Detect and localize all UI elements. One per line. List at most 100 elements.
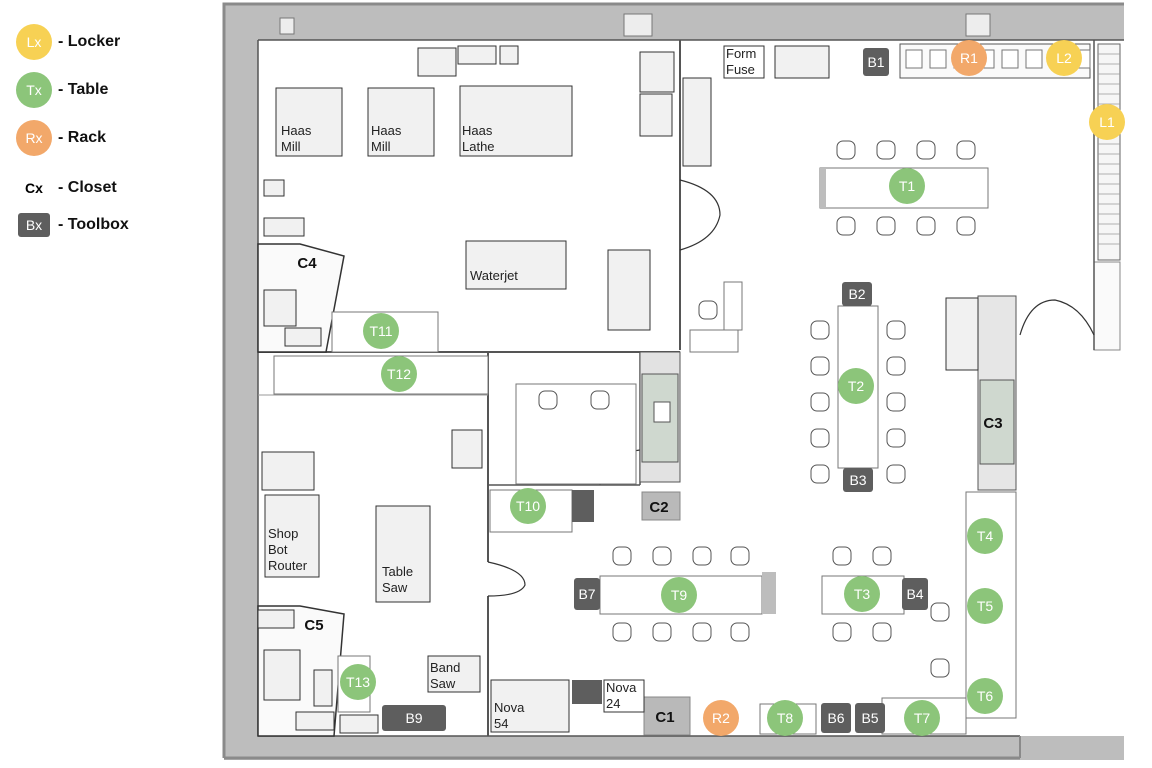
marker-label: B7: [578, 586, 595, 602]
marker-label: T3: [854, 586, 871, 602]
legend-toolbox-label: - Toolbox: [58, 216, 129, 233]
legend-item-table: Tx - Table: [16, 72, 108, 108]
chair: [692, 622, 712, 642]
marker-label: T13: [346, 674, 370, 690]
closet-c5-label: C5: [304, 617, 323, 634]
legend-item-locker: Lx - Locker: [16, 24, 120, 60]
chair: [886, 392, 906, 412]
closet-c3-label: C3: [983, 415, 1002, 432]
marker-label: T9: [671, 587, 688, 603]
door-swing-right: [1019, 299, 1095, 336]
legend-rack-label: - Rack: [58, 129, 107, 146]
marker-circle: [967, 678, 1003, 714]
equipment-box-6: [682, 77, 712, 167]
marker-circle: [889, 168, 925, 204]
chair: [730, 622, 750, 642]
wall-column-2: [623, 13, 653, 37]
marker-box: [863, 48, 889, 76]
chair: [930, 658, 950, 678]
marker-box: [855, 703, 885, 733]
equipment-box-7: [263, 179, 285, 197]
chair: [916, 216, 936, 236]
legend-closet-badge: Cx: [25, 180, 43, 196]
locker-l1: L1: [1089, 104, 1125, 140]
equipment-box-18: [257, 609, 295, 629]
table-t1: T1: [889, 168, 925, 204]
wall-column-3: [965, 13, 991, 37]
chair: [810, 464, 830, 484]
marker-label: T4: [977, 528, 994, 544]
locker-door: [1001, 49, 1019, 69]
marker-label: T7: [914, 710, 931, 726]
wall-column-1: [279, 17, 295, 35]
marker-circle: [967, 518, 1003, 554]
table-t9: T9: [661, 577, 697, 613]
chair: [956, 216, 976, 236]
equipment-shopbot: [264, 494, 320, 578]
marker-label: B3: [849, 472, 866, 488]
chair: [836, 140, 856, 160]
locker-door: [1025, 49, 1043, 69]
toolbox-b5: B5: [855, 703, 885, 733]
legend-item-closet: Cx - Closet: [16, 170, 117, 206]
table-t13: T13: [340, 664, 376, 700]
chair: [832, 546, 852, 566]
equipment-nova24: [603, 679, 645, 713]
marker-label: T1: [899, 178, 916, 194]
toolbox-b3: B3: [843, 468, 873, 492]
chair: [872, 546, 892, 566]
chair: [886, 356, 906, 376]
label-line: Lathe: [462, 139, 495, 154]
chair: [810, 428, 830, 448]
equipment-box-16: [295, 711, 335, 731]
equipment-box-15: [313, 669, 333, 707]
marker-circle: [381, 356, 417, 392]
toolbox-b7: B7: [574, 578, 600, 610]
equipment-band-saw: [427, 655, 481, 693]
label-line: Haas: [281, 123, 312, 138]
equipment-box-12: [451, 429, 483, 469]
equipment-box-9: [263, 289, 297, 327]
door-swing-room: [487, 561, 526, 597]
table-t5: T5: [967, 588, 1003, 624]
marker-label: B4: [906, 586, 923, 602]
chair: [692, 546, 712, 566]
locker-door: [929, 49, 947, 69]
chair: [876, 140, 896, 160]
marker-circle: [767, 700, 803, 736]
marker-circle: [951, 40, 987, 76]
table-t9-end: [762, 572, 776, 614]
equipment-form-fuse: [723, 45, 765, 79]
toolbox-b2: B2: [842, 282, 872, 306]
table-t7: T7: [904, 700, 940, 736]
marker-circle: [1046, 40, 1082, 76]
legend-table-label: - Table: [58, 81, 109, 98]
desk-small-2: [723, 281, 743, 331]
label-line: Waterjet: [470, 268, 518, 283]
marker-label: L1: [1099, 114, 1115, 130]
marker-circle: [967, 588, 1003, 624]
equipment-waterjet: [465, 240, 567, 290]
chair: [612, 546, 632, 566]
label-line: Haas: [462, 123, 493, 138]
marker-label: R1: [960, 50, 978, 66]
marker-circle: [838, 368, 874, 404]
equipment-box-10: [284, 327, 322, 347]
chair: [886, 464, 906, 484]
marker-box: [821, 703, 851, 733]
chair: [956, 140, 976, 160]
label-line: 54: [494, 716, 508, 731]
legend-locker-badge: Lx: [16, 24, 52, 60]
marker-circle: [510, 488, 546, 524]
chair: [652, 546, 672, 566]
table-t10: T10: [510, 488, 546, 524]
marker-label: T12: [387, 366, 411, 382]
table-t3: T3: [844, 576, 880, 612]
